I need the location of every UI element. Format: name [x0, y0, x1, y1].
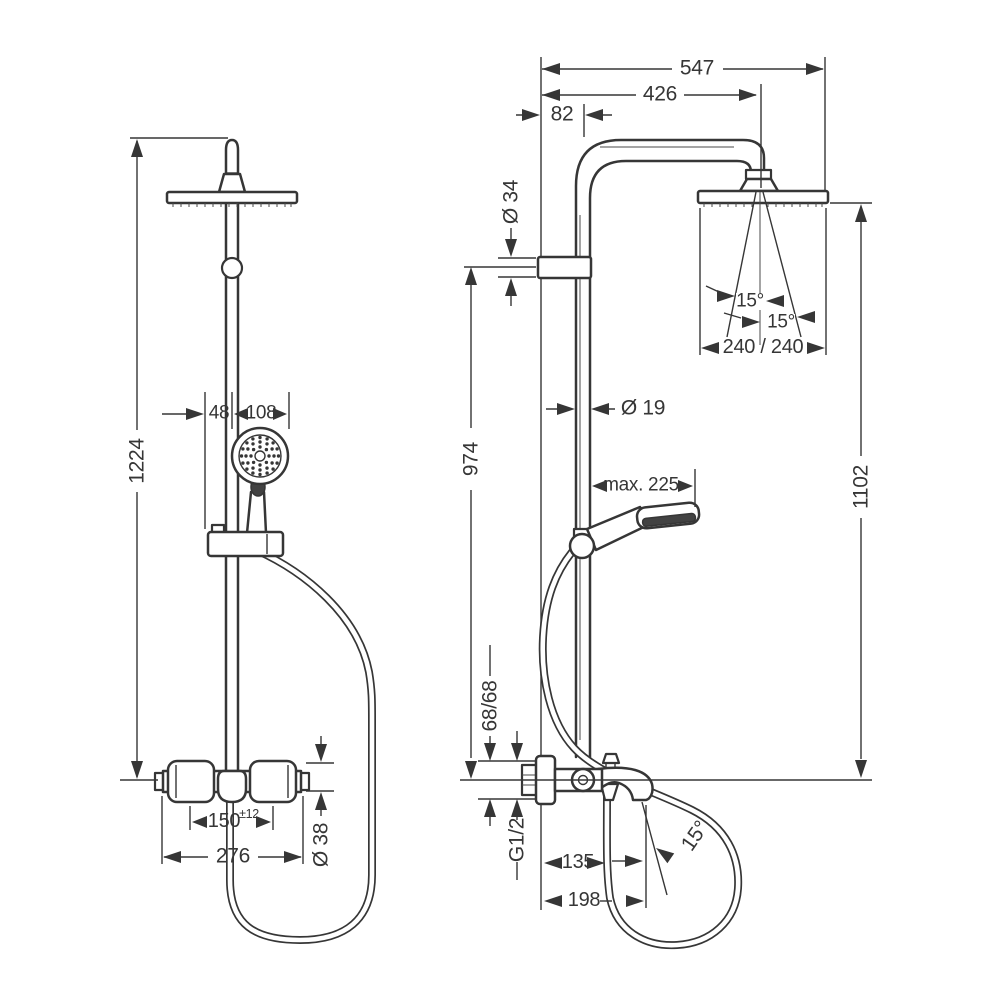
- hose-side: [538, 548, 743, 950]
- dim-handle-diameter: Ø 38: [310, 823, 333, 867]
- diverter-knob: [601, 752, 621, 765]
- dim-spout-tip-projection: 198: [568, 889, 601, 911]
- dim-bracket-diameter: Ø 34: [500, 179, 523, 224]
- dim-spout-projection: 135: [562, 851, 595, 873]
- handshower-handle-front: [245, 490, 268, 535]
- dim-valve-width: 276: [216, 845, 250, 868]
- showerhead-plate-side: [696, 189, 830, 205]
- dim-connection-spacing: 68/68: [479, 680, 502, 731]
- handshower-head-side: [635, 501, 701, 530]
- dim-thread: G1/2: [506, 818, 529, 862]
- hose-union-cone: [599, 782, 620, 802]
- handshower-head-front: [230, 426, 290, 486]
- showerhead-cone-front: [217, 172, 247, 194]
- wall-bracket-front: [220, 256, 244, 280]
- dim-connection-tolerance: ±12: [239, 807, 259, 821]
- front-view: [153, 138, 376, 945]
- showerhead-plate-front: [165, 190, 299, 205]
- dim-head-dimensions: 240 / 240: [723, 336, 804, 358]
- wall-bracket-side: [536, 255, 593, 280]
- dim-riser-offset: 82: [551, 103, 574, 126]
- dim-spray-angle-right: 15°: [767, 312, 795, 333]
- dim-holder-offset: 48: [209, 403, 230, 424]
- thermostat-valve-front: [153, 759, 311, 804]
- dim-arm-projection: 426: [643, 83, 677, 106]
- valve-center-dome: [216, 769, 248, 804]
- valve-handle-right: [248, 759, 298, 804]
- slider-pivot: [568, 532, 596, 560]
- dim-handshower-diameter: 108: [246, 403, 277, 424]
- dim-connection-centers: 150: [208, 810, 241, 832]
- dim-pipe-diameter: Ø 19: [621, 397, 665, 420]
- spray-pattern: [726, 191, 802, 345]
- slider-bracket-front: [206, 530, 285, 558]
- dim-riser-height: 974: [460, 441, 483, 476]
- showerhead-nozzles-front: [172, 203, 292, 207]
- riser-and-arm-side: [574, 138, 830, 759]
- tub-spout: [596, 766, 654, 802]
- hose-front: [226, 546, 376, 945]
- dim-overall-height: 1224: [126, 438, 149, 484]
- showerhead-cone-side: [738, 177, 780, 193]
- dim-spray-angle-left: 15°: [736, 291, 764, 312]
- arm-connector-nut: [744, 168, 773, 181]
- valve-handle-left: [166, 759, 216, 804]
- dim-overall-projection: 547: [680, 57, 714, 80]
- side-view: [520, 57, 830, 950]
- spray-nozzle-dots: [239, 435, 281, 477]
- dim-handshower-projection: max. 225: [603, 475, 679, 496]
- handshower-side: [568, 501, 701, 560]
- dim-head-height: 1102: [850, 465, 873, 509]
